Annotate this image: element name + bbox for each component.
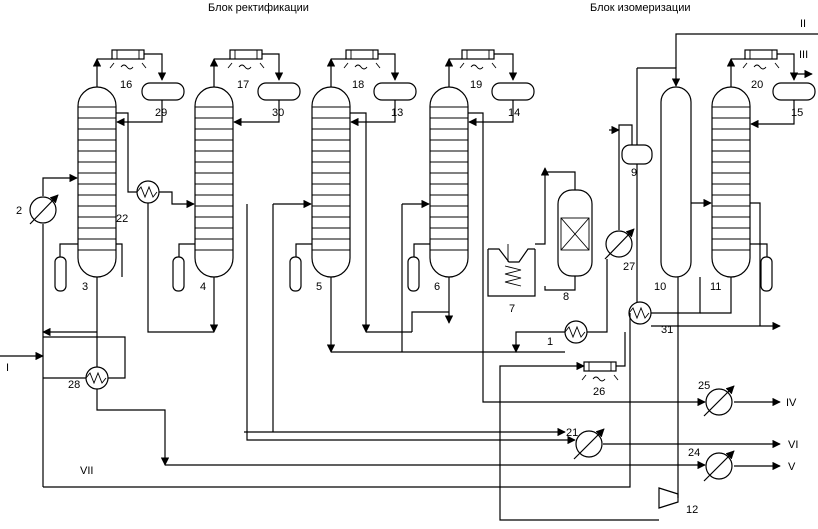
label-13: 13 [391,107,403,119]
column-11 [711,86,751,278]
air-cooler-16 [109,49,147,70]
air-cooler-20 [742,49,780,70]
label-2: 2 [16,205,22,217]
stream-IV-label: IV [786,397,797,409]
reboiler-11 [760,256,773,292]
air-cooler-18 [343,49,381,70]
reflux-drum-13 [373,82,417,101]
heat-exchanger-22 [136,180,160,204]
label-24: 24 [688,447,700,459]
stream-III-label: III [799,49,808,61]
label-5: 5 [316,281,322,293]
label-26: 26 [593,386,605,398]
cooler-25 [703,385,735,417]
air-cooler-19 [459,49,497,70]
label-27: 27 [623,261,635,273]
reactor-8 [557,189,593,277]
reflux-drum-14 [491,82,535,101]
label-25: 25 [698,380,710,392]
label-14: 14 [508,107,520,119]
label-30: 30 [272,107,284,119]
stream-VI-label: VI [788,439,798,451]
label-28: 28 [68,379,80,391]
column-6 [429,86,469,278]
label-18: 18 [352,79,364,91]
label-9: 9 [631,167,637,179]
label-11: 11 [710,281,721,293]
rectification-block-title: Блок ректификации [208,2,309,14]
label-10: 10 [654,281,666,293]
cooler-24 [703,450,735,482]
label-21: 21 [566,427,578,439]
label-16: 16 [120,79,132,91]
reboiler-4 [172,256,185,292]
label-20: 20 [751,79,763,91]
label-3: 3 [82,281,88,293]
label-22: 22 [116,213,128,225]
separator-9 [621,144,653,165]
heat-exchanger-1 [564,320,588,344]
piping [0,33,818,521]
column-5 [311,86,351,278]
label-29: 29 [155,107,167,119]
label-6: 6 [434,281,440,293]
label-8: 8 [563,291,569,303]
reboiler-6 [407,256,420,292]
cooler-21 [573,428,605,460]
column-10 [660,86,692,278]
furnace-7 [487,244,536,297]
reflux-drum-29 [141,82,185,101]
label-31: 31 [661,324,673,336]
air-cooler-26 [581,361,619,382]
compressor-12 [658,487,679,509]
isomerization-block-title: Блок изомеризации [590,2,691,14]
stream-I-label: I [6,362,9,374]
reboiler-3 [54,256,67,292]
heat-exchanger-31 [628,301,652,325]
column-4 [194,86,234,278]
heater-27 [604,228,635,260]
label-15: 15 [791,107,803,119]
heater-2 [29,194,59,225]
label-7: 7 [509,303,515,315]
reboiler-5 [289,256,302,292]
stream-VII-label: VII [80,465,93,477]
heat-exchanger-28 [85,366,109,390]
reflux-drum-30 [257,82,301,101]
label-1: 1 [547,336,553,348]
label-12: 12 [686,504,698,516]
stream-II-label: II [800,18,806,30]
column-3 [77,86,117,278]
reflux-drum-15 [772,82,816,101]
label-19: 19 [470,79,482,91]
label-17: 17 [237,79,249,91]
label-4: 4 [200,281,206,293]
stream-V-label: V [788,461,796,473]
air-cooler-17 [227,49,265,70]
